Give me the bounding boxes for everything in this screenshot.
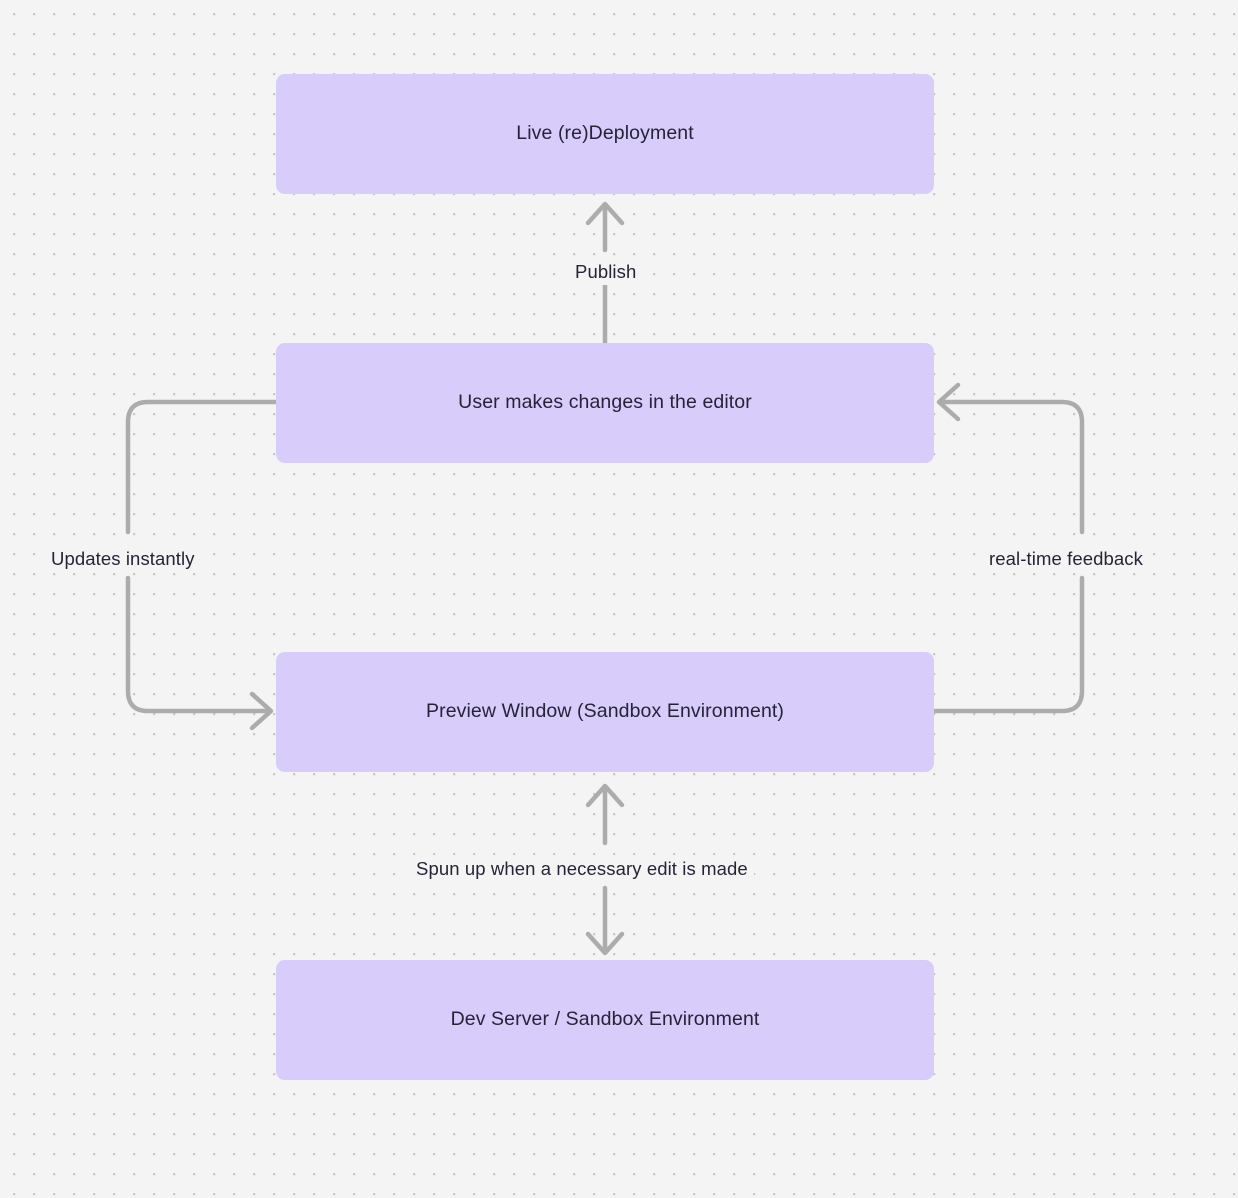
node-user-makes-changes-in-the-editor[interactable]: User makes changes in the editor [276,343,934,463]
edge-label-spun-up-when-a-necessary-edit-is-made: Spun up when a necessary edit is made [410,855,754,883]
node-label: Preview Window (Sandbox Environment) [426,700,784,723]
edge-label-publish: Publish [569,258,643,286]
node-label: Dev Server / Sandbox Environment [450,1008,760,1031]
node-live-redeployment[interactable]: Live (re)Deployment [276,74,934,194]
node-dev-server-sandbox-environment[interactable]: Dev Server / Sandbox Environment [276,960,934,1080]
edge-label-real-time-feedback: real-time feedback [983,545,1149,573]
node-label: User makes changes in the editor [458,391,752,414]
node-preview-window-sandbox-environment[interactable]: Preview Window (Sandbox Environment) [276,652,934,772]
edge-label-updates-instantly: Updates instantly [45,545,201,573]
node-label: Live (re)Deployment [516,122,694,145]
